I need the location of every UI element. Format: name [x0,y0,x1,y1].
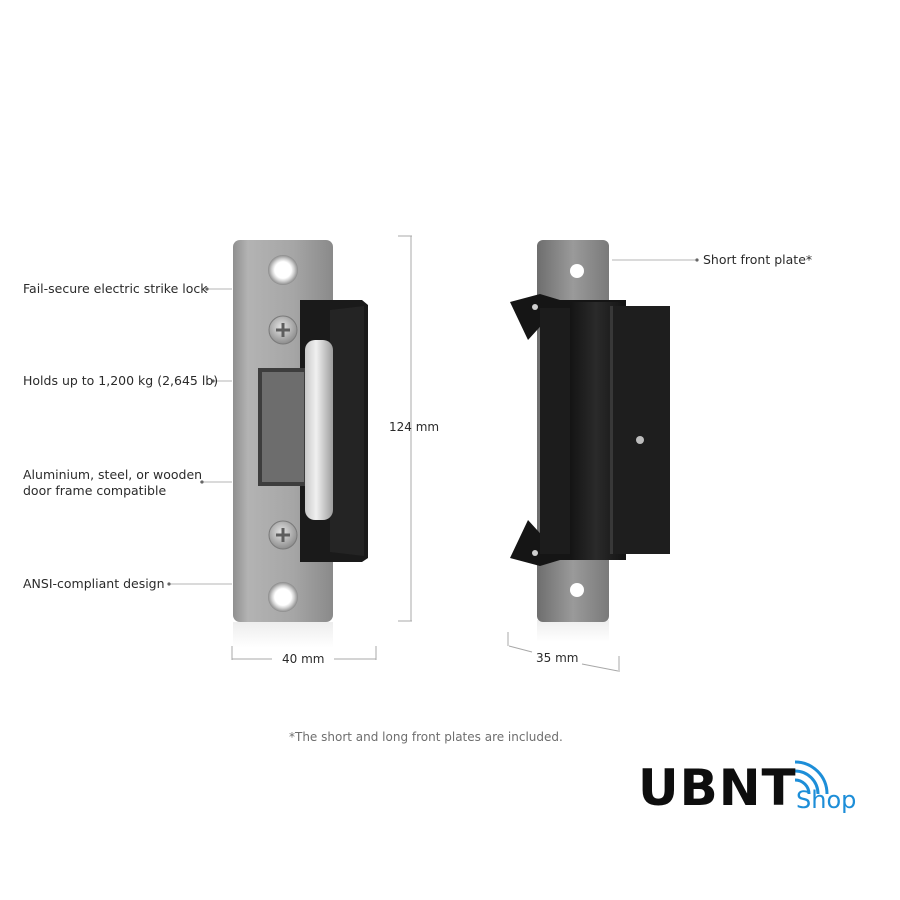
feature-fail-secure: Fail-secure electric strike lock [23,281,208,296]
feature-holds-capacity: Holds up to 1,200 kg (2,645 lb) [23,373,219,388]
height-dimension-mark [398,235,412,622]
feature-frame-compat-line1: Aluminium, steel, or wooden [23,467,203,482]
front-view-lock [233,240,368,648]
feature-frame-compat-line2: door frame compatible [23,483,167,498]
ubnt-shop-logo: UBNT Shop [638,758,878,822]
wifi-signal-icon [794,760,829,795]
height-dimension-label: 124 mm [389,420,440,434]
feature-ansi: ANSI-compliant design [23,576,165,591]
screw-icon [268,315,298,345]
footnote: *The short and long front plates are inc… [289,730,563,744]
back-view-lock [510,240,670,642]
depth-dimension-mark [507,632,620,672]
leader-lines [168,259,698,585]
feature-short-front-plate: Short front plate* [703,252,813,267]
screw-icon [268,520,298,550]
width-dimension-label: 40 mm [282,652,325,666]
logo-shop-text: Shop [796,786,857,814]
logo-wordmark: UBNT [638,759,797,817]
width-dimension-mark [231,646,377,660]
depth-dimension-label: 35 mm [536,651,579,665]
